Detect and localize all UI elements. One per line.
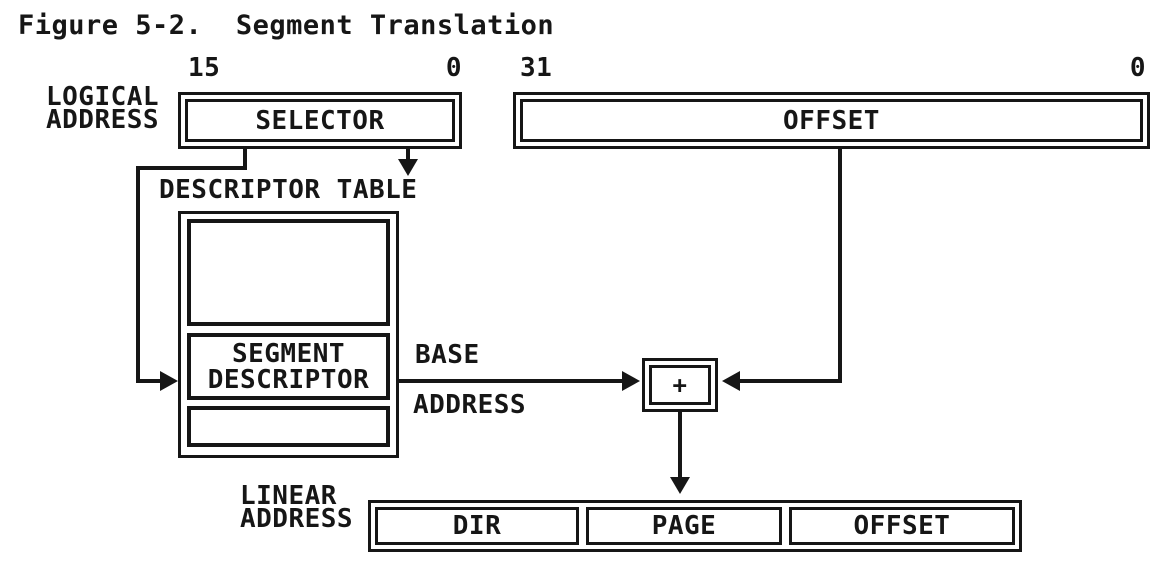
arrow-down-to-table-icon — [398, 159, 418, 176]
selector-arrow-shaft — [406, 148, 410, 161]
descriptor-table-row-empty-bottom — [187, 406, 390, 447]
selector-bit-low-label: 0 — [445, 53, 462, 83]
offset-bit-low-label: 0 — [1129, 53, 1146, 83]
offset-elbow-line — [740, 379, 842, 383]
segment-descriptor-line1: SEGMENT — [231, 338, 346, 369]
linear-address-label-line2: ADDRESS — [240, 504, 354, 534]
selector-bit-high-label: 15 — [188, 53, 221, 83]
offset-box-label: OFFSET — [520, 99, 1143, 142]
linear-dir-cell: DIR — [375, 507, 579, 545]
linear-address-label-line1: LINEAR — [240, 481, 337, 511]
base-address-label-line2: ADDRESS — [413, 390, 527, 420]
linear-address-box: DIR PAGE OFFSET — [368, 500, 1022, 552]
logical-address-label-line1: LOGICAL — [46, 82, 160, 112]
selector-box-label: SELECTOR — [185, 99, 455, 142]
descriptor-table-label: DESCRIPTOR TABLE — [159, 175, 418, 205]
logical-address-label-line2: ADDRESS — [46, 105, 160, 135]
selector-drop-line — [243, 148, 247, 170]
adder-down-line — [678, 412, 682, 477]
table-entry-line — [136, 379, 162, 383]
linear-offset-cell: OFFSET — [789, 507, 1015, 545]
left-vertical-line — [136, 166, 140, 383]
adder-box: + — [642, 358, 718, 412]
offset-bit-high-label: 31 — [520, 53, 553, 83]
arrow-left-into-adder-icon — [722, 371, 740, 391]
arrow-right-into-table-icon — [160, 371, 178, 391]
arrow-down-to-linear-icon — [670, 477, 690, 494]
arrow-right-into-adder-icon — [622, 371, 640, 391]
base-address-line — [397, 379, 624, 383]
figure-title: Figure 5-2. Segment Translation — [18, 10, 555, 41]
descriptor-table-row-empty-top — [187, 219, 390, 326]
adder-plus-label: + — [649, 365, 711, 405]
segment-descriptor-line2: DESCRIPTOR — [207, 364, 370, 395]
linear-page-cell: PAGE — [586, 507, 782, 545]
selector-box: SELECTOR — [178, 92, 462, 149]
selector-elbow-line — [136, 166, 247, 170]
offset-drop-line — [838, 148, 842, 383]
offset-box: OFFSET — [513, 92, 1150, 149]
base-address-label-line1: BASE — [415, 340, 480, 370]
